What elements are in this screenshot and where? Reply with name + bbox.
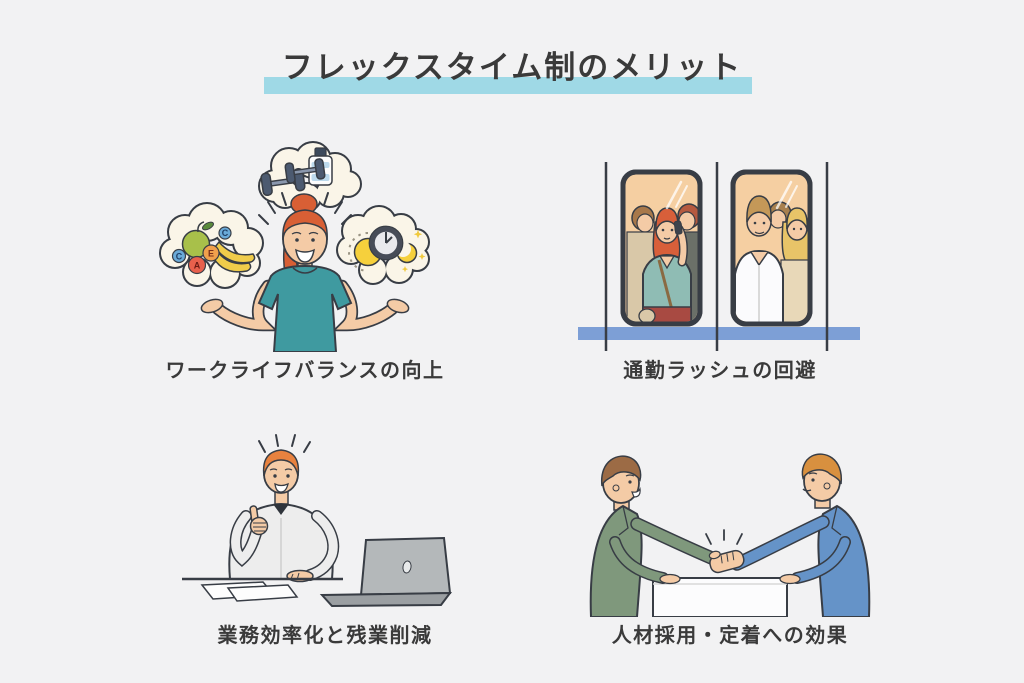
- svg-text:C: C: [222, 228, 229, 238]
- clock-icon: [368, 225, 404, 261]
- panel-efficiency: 業務効率化と残業削減: [145, 420, 505, 648]
- excitement-lines: [258, 192, 352, 225]
- work-life-balance-illustration: C E A C: [159, 141, 430, 352]
- handshake-sparkle-lines: [705, 529, 743, 545]
- phone-icon: [673, 220, 683, 235]
- man-at-desk-figure: [228, 449, 340, 583]
- recruitment-illustration: [589, 453, 871, 617]
- table: [652, 577, 788, 617]
- train-window-right: [730, 169, 813, 327]
- svg-text:C: C: [176, 252, 183, 262]
- commute-rush-illustration-box: [575, 136, 865, 352]
- thumbs-up-icon: [249, 505, 269, 536]
- caption-commute-rush: 通勤ラッシュの回避: [623, 360, 817, 382]
- caption-recruitment: 人材採用・定着への効果: [611, 625, 849, 647]
- train-window-left: [620, 169, 703, 327]
- title-highlight-bar: [263, 77, 753, 94]
- efficiency-illustration-box: [180, 420, 470, 617]
- work-life-balance-illustration-box: C E A C: [155, 136, 455, 352]
- recruitment-illustration-box: [575, 420, 885, 617]
- handshake-icon: [708, 549, 745, 574]
- svg-text:A: A: [194, 261, 201, 271]
- woman-figure: [200, 192, 410, 352]
- title-wrap: フレックスタイム制のメリット: [0, 42, 1024, 94]
- dumbbell-icon: [260, 158, 326, 197]
- laptop-icon: [319, 536, 453, 608]
- caption-work-life-balance: ワークライフバランスの向上: [165, 360, 445, 382]
- businessman-right: [801, 453, 871, 617]
- train-body-stripe: [578, 327, 860, 340]
- page-title: フレックスタイム制のメリット: [263, 42, 753, 94]
- panel-work-life-balance: C E A C: [125, 136, 485, 383]
- panel-commute-rush: 通勤ラッシュの回避: [545, 136, 895, 383]
- efficiency-illustration: [182, 434, 453, 608]
- vitamin-c2-icon: C: [171, 248, 187, 264]
- businessman-left: [589, 455, 643, 617]
- panel-recruitment: 人材採用・定着への効果: [550, 420, 910, 648]
- vitamin-c-icon: C: [218, 226, 232, 240]
- papers-icon: [200, 581, 299, 602]
- banana-icon: [210, 240, 256, 273]
- vitamin-e-icon: E: [202, 244, 220, 262]
- sparkle-icons: [401, 230, 426, 273]
- commute-rush-illustration: [578, 162, 860, 351]
- caption-efficiency: 業務効率化と残業削減: [217, 625, 433, 647]
- excitement-lines: [258, 434, 311, 453]
- svg-text:E: E: [208, 249, 214, 259]
- page-title-text: フレックスタイム制のメリット: [281, 50, 743, 85]
- vitamin-a-icon: A: [187, 255, 207, 275]
- train-door-edges: [604, 162, 829, 351]
